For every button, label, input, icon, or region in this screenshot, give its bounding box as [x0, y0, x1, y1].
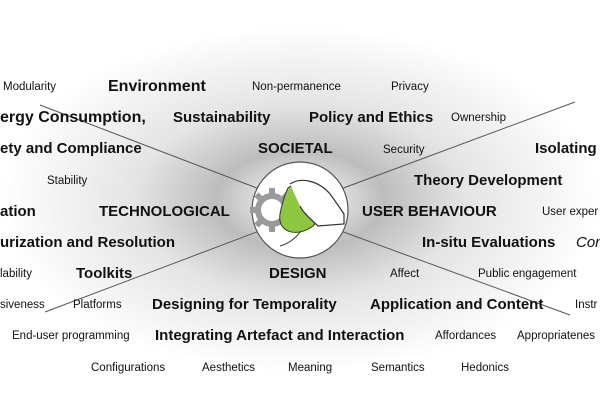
section-technological: TECHNOLOGICAL	[99, 203, 230, 220]
term-non-permanence: Non-permanence	[252, 81, 341, 93]
term-policy-ethics: Policy and Ethics	[309, 109, 434, 126]
section-societal: SOCIETAL	[258, 140, 333, 157]
term-theory-development: Theory Development	[414, 172, 563, 189]
term-hedonics: Hedonics	[461, 362, 509, 374]
term-designing-temporality: Designing for Temporality	[152, 296, 337, 313]
term-insitu-evaluations: In-situ Evaluations	[422, 234, 556, 251]
divider-line	[337, 101, 576, 191]
term-user-exper: User exper	[542, 206, 599, 218]
divider-line	[44, 229, 263, 313]
term-semantics: Semantics	[371, 362, 425, 374]
term-privacy: Privacy	[391, 81, 429, 93]
term-integrating-artefact: Integrating Artefact and Interaction	[155, 327, 405, 344]
term-stability: Stability	[47, 175, 88, 187]
term-application-content: Application and Content	[370, 296, 544, 313]
term-modularity: Modularity	[3, 81, 57, 93]
term-public-engagement: Public engagement	[478, 268, 577, 280]
term-ownership: Ownership	[451, 112, 506, 124]
term-ation: ation	[0, 203, 36, 220]
term-safety-compliance: ety and Compliance	[0, 140, 142, 157]
divider-line	[337, 229, 571, 316]
gear-hand-icon	[250, 179, 345, 247]
divider-line	[39, 104, 263, 191]
term-con: Con	[576, 234, 600, 251]
term-configurations: Configurations	[91, 362, 166, 374]
term-urization-resolution: urization and Resolution	[0, 234, 175, 251]
term-energy-consumption: ergy Consumption,	[0, 109, 146, 126]
term-end-user-programming: End-user programming	[12, 330, 130, 342]
term-affect: Affect	[390, 268, 420, 280]
term-platforms: Platforms	[73, 299, 122, 311]
term-affordances: Affordances	[435, 330, 497, 342]
section-design: DESIGN	[269, 265, 327, 282]
term-siveness: siveness	[0, 299, 45, 311]
term-appropriateness: Appropriatenes	[517, 330, 595, 342]
term-instr: Instr	[575, 299, 598, 311]
term-aesthetics: Aesthetics	[202, 362, 256, 374]
term-toolkits: Toolkits	[76, 265, 133, 282]
term-environment: Environment	[108, 78, 206, 95]
term-meaning: Meaning	[288, 362, 333, 374]
term-lability: lability	[0, 268, 32, 280]
term-sustainability: Sustainability	[173, 109, 271, 126]
section-user-behaviour: USER BEHAVIOUR	[362, 203, 497, 220]
term-security: Security	[383, 144, 425, 156]
term-isolating: Isolating	[535, 140, 597, 157]
